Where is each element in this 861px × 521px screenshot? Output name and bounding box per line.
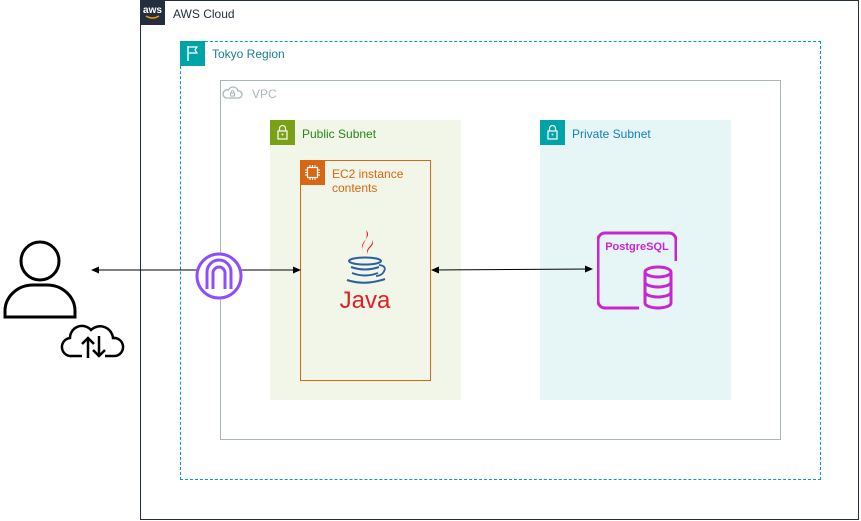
vpc-cloud-icon [220,80,245,105]
cloud-upload-download-icon [60,320,126,362]
database-cylinder-icon [643,265,673,310]
public-subnet-lock-icon [270,120,295,145]
java-logo: Java [330,226,400,316]
java-cup-icon [346,230,386,284]
private-subnet-group [540,120,731,400]
java-label: Java [340,287,391,314]
internet-gateway-icon [195,252,243,300]
ec2-label-line2: contents [332,181,378,195]
aws-cloud-group [140,0,859,520]
vpc-label: VPC [252,87,277,101]
aws-logo-icon: aws [140,0,165,25]
postgresql-label: PostgreSQL [605,241,669,253]
region-group [180,41,821,480]
postgresql-database-icon: PostgreSQL [596,231,678,311]
aws-cloud-label: AWS Cloud [173,7,235,21]
private-subnet-label: Private Subnet [572,127,651,141]
private-subnet-lock-icon [540,120,565,145]
ec2-chip-icon [300,160,325,185]
user-icon [2,239,78,319]
aws-logo-text: aws [143,5,162,16]
ec2-label-line1: EC2 instance [332,167,404,181]
ec2-label: EC2 instance contents [332,167,403,195]
region-label: Tokyo Region [212,47,285,61]
ec2-to-postgres-arrow [431,265,593,274]
public-subnet-label: Public Subnet [302,127,377,141]
region-flag-icon [180,41,205,66]
